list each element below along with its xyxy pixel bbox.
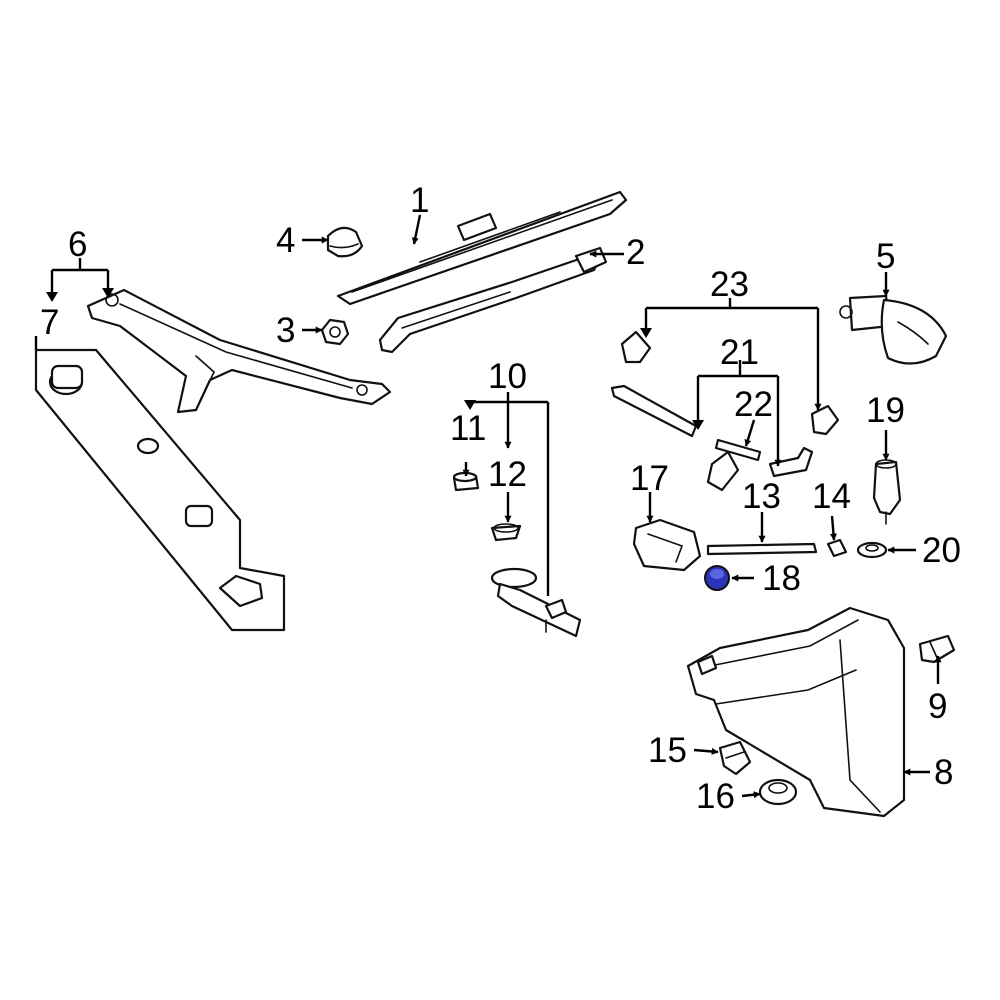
- callout-17: 17: [630, 459, 669, 498]
- callout-14: 14: [812, 477, 851, 516]
- callout-6: 6: [68, 225, 87, 264]
- callout-10: 10: [488, 357, 527, 396]
- callout-4: 4: [276, 221, 295, 260]
- tee-connector-part[interactable]: [706, 438, 762, 492]
- hose-part[interactable]: [706, 542, 818, 556]
- callout-18: 18: [762, 559, 801, 598]
- nozzle-hose-part[interactable]: [490, 567, 582, 638]
- callout-13: 13: [742, 477, 781, 516]
- pump-grommet-part[interactable]: [856, 541, 888, 559]
- washer-pump-part[interactable]: [872, 459, 902, 525]
- callout-22: 22: [734, 385, 773, 424]
- callout-21: 21: [720, 333, 759, 372]
- highlighted-nut-part[interactable]: [704, 565, 730, 591]
- callout-labels: 1 2 3 4 5 6 7 8 9 10 11 12 13 14 15 16 1…: [40, 181, 961, 816]
- washer-pump-motor-part[interactable]: [839, 294, 948, 365]
- callout-11: 11: [450, 409, 486, 448]
- branch-arrowheads: [46, 288, 704, 430]
- callout-7: 7: [40, 303, 59, 342]
- cap-part[interactable]: [326, 226, 364, 258]
- bolt-part[interactable]: [718, 740, 752, 776]
- wiper-linkage-part[interactable]: [86, 288, 392, 414]
- callout-20: 20: [922, 531, 961, 570]
- wiper-arm-part[interactable]: [378, 246, 608, 354]
- callout-15: 15: [648, 731, 687, 770]
- check-valve-part[interactable]: [620, 330, 840, 436]
- bracket-part[interactable]: [632, 518, 702, 572]
- callout-1: 1: [410, 181, 429, 220]
- nut-part[interactable]: [320, 318, 350, 346]
- clip-part[interactable]: [826, 538, 848, 558]
- washer-reservoir-part[interactable]: [686, 606, 906, 818]
- callout-2: 2: [626, 233, 645, 272]
- callout-9: 9: [928, 687, 947, 726]
- callout-3: 3: [276, 311, 295, 350]
- callout-5: 5: [876, 237, 895, 276]
- callout-23: 23: [710, 265, 749, 304]
- callout-12: 12: [488, 455, 527, 494]
- callout-8: 8: [934, 753, 953, 792]
- grommet-kit-part[interactable]: [34, 348, 286, 632]
- wiper-blade-part[interactable]: [336, 190, 628, 306]
- nozzle-grommet-part[interactable]: [490, 523, 522, 542]
- callout-19: 19: [866, 391, 905, 430]
- reservoir-grommet-part[interactable]: [758, 778, 798, 806]
- callout-16: 16: [696, 777, 735, 816]
